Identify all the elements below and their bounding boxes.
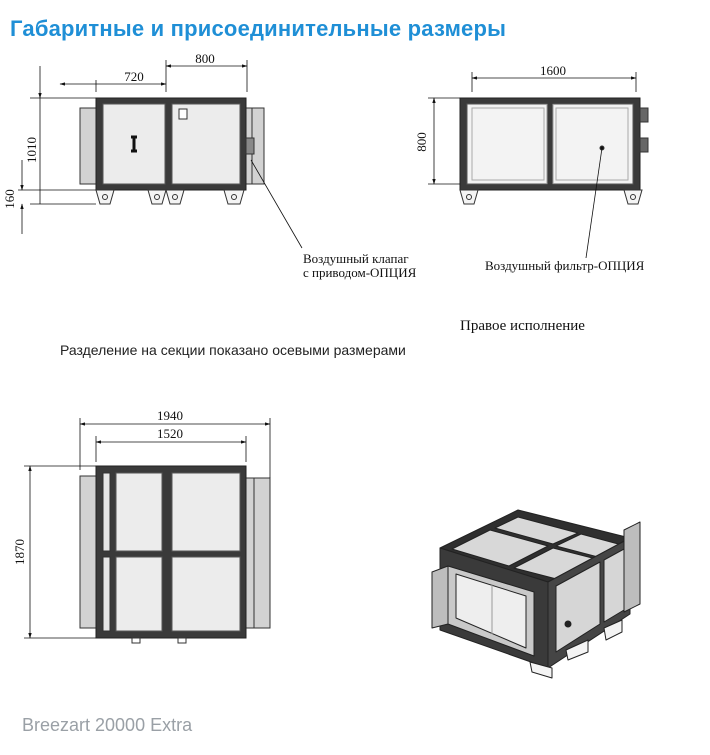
page-title: Габаритные и присоединительные размеры [10,16,507,41]
isometric-view [431,509,641,679]
damper-callout-line1: Воздушный клапаг [303,251,409,266]
damper-actuator [245,137,255,155]
side-view [459,97,649,205]
dim-front-height: 1010 [24,137,39,163]
dim-side-width: 1600 [540,63,566,78]
leg [459,189,479,205]
model-name: Breezart 20000 Extra [22,715,193,735]
dim-top-height: 1870 [12,539,27,565]
top-view [79,465,271,644]
top-dimensions [24,418,271,639]
dim-top-overall: 1940 [157,408,183,423]
right-duct-flange [243,477,271,629]
damper-callout-line2: с приводом-ОПЦИЯ [303,265,417,280]
front-dimensions [18,60,303,249]
dim-front-section: 720 [124,69,144,84]
leg [165,189,185,205]
leg [95,189,115,205]
sections-note: Разделение на секции показано осевыми ра… [60,342,406,358]
dim-top-section: 1520 [157,426,183,441]
left-duct-flange [79,107,99,185]
side-dimensions [428,72,637,259]
front-view [79,97,265,205]
dim-front-legs: 160 [2,189,17,209]
dim-front-overall: 800 [195,51,215,66]
door-handle [131,135,137,153]
leg [223,189,245,205]
filter-callout: Воздушный фильтр-ОПЦИЯ [485,258,645,273]
dim-side-height: 800 [414,132,429,152]
right-version-label: Правое исполнение [460,318,585,334]
leg [623,189,643,205]
leg [147,189,167,205]
